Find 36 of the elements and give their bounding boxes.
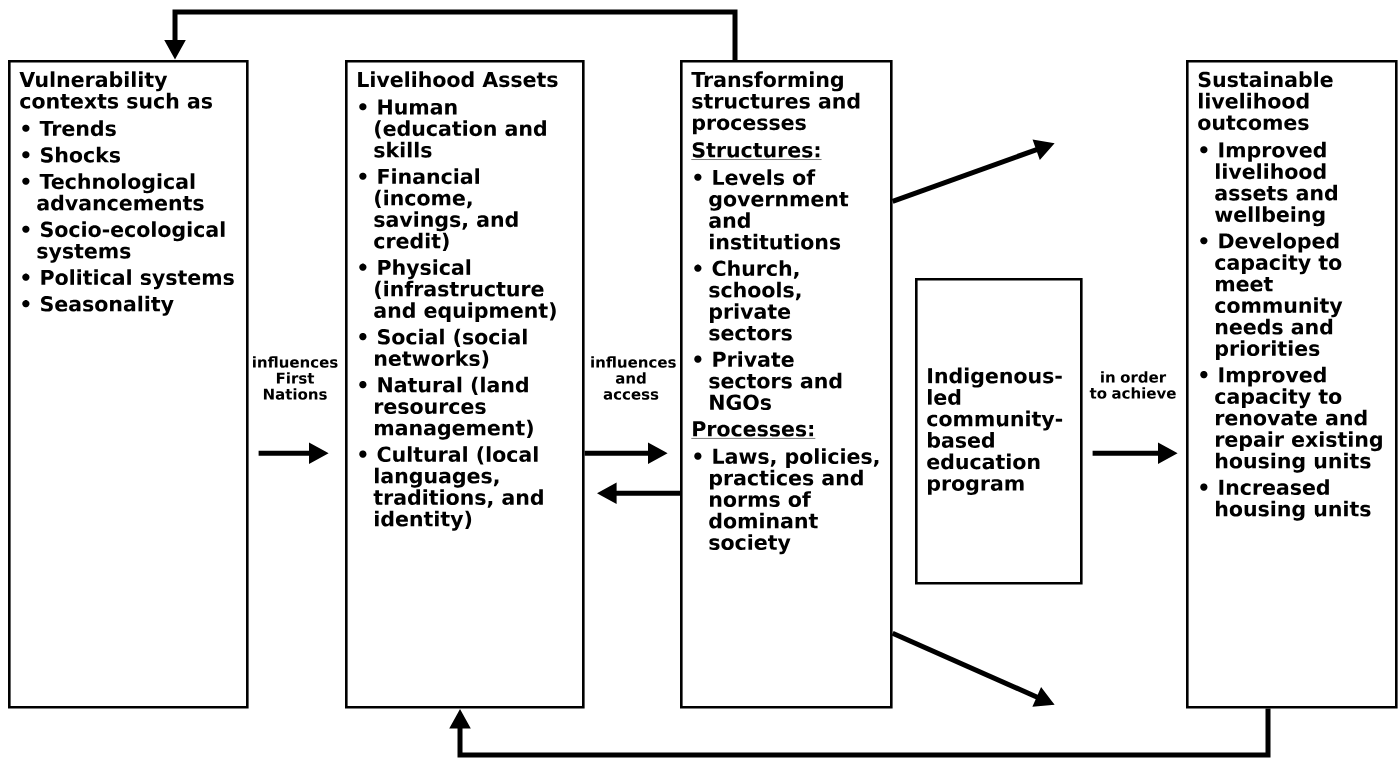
list-item: • Technological advancements [22,173,204,211]
list-item: • Developed capacity to meet community needs and priorities [1200,232,1343,361]
list-item: • Seasonality [22,295,174,316]
section-label: Processes: [691,421,816,439]
list-item: • Trends [22,120,116,137]
list-item: • Natural (land resources management) [359,376,533,440]
process-box [1186,60,1398,709]
box-heading: Vulnerability contexts such as [19,71,212,109]
list-item: • Improved livelihood assets and wellbeing [1200,141,1337,227]
box-heading: Livelihood Assets [358,71,558,88]
process-box [345,60,585,709]
list-item: • Physical (infrastructure and equipment) [359,259,556,323]
list-item: • Church, schools, private sectors [694,260,801,341]
feedback-arrow [449,708,1271,758]
list-item: • Socio-ecological systems [22,221,225,263]
list-item: • Levels of government and institutions [694,169,849,250]
list-item: • Social (social networks) [359,328,527,369]
section-label: Structures: [691,142,822,160]
list-item: • Increased housing units [1200,479,1371,521]
list-item: • Private sectors and NGOs [694,351,842,411]
list-item: • Laws, policies, practices and norms of dominant society [694,448,879,555]
box-heading: Transforming structures and processes [691,71,860,135]
list-item: • Cultural (local languages, traditions, and identity) [359,446,543,531]
process-box [8,60,249,709]
box-heading: Sustainable livelihood outcomes [1198,71,1333,131]
edge-label: influences and access [591,356,676,400]
list-item: • Financial (income, savings, and credit) [359,168,518,252]
list-item: • Shocks [22,146,121,163]
list-item: • Human (education and skills [359,99,546,158]
list-item: • Political systems [22,269,234,290]
edge-label: influences First Nations [253,356,338,400]
process-box [680,60,893,709]
edge-label: in order to achieve [1089,371,1176,399]
process-box [915,278,1083,585]
box-text: Indigenous-led community-based education program [927,367,1063,496]
list-item: • Improved capacity to renovate and repair existing housing units [1200,366,1382,473]
